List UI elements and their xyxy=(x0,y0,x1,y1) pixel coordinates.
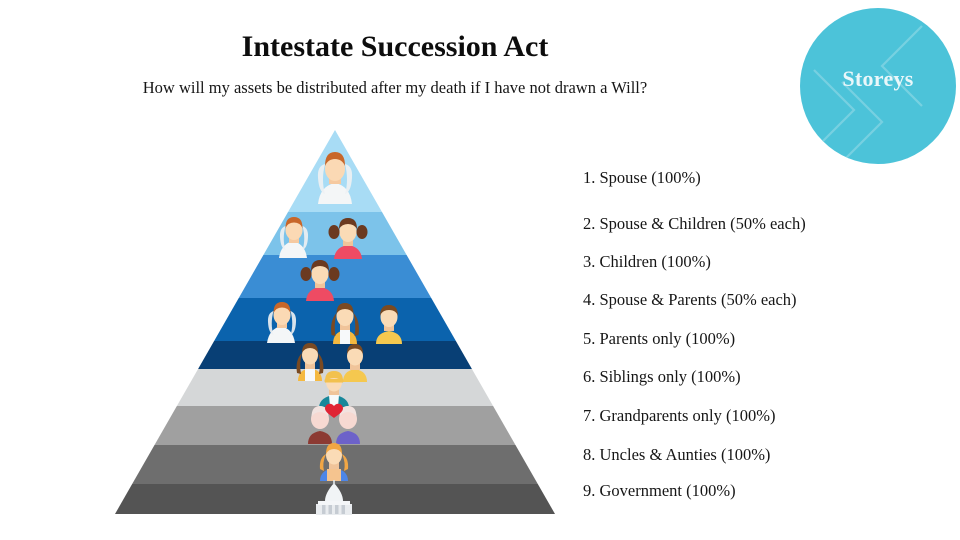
list-item: 9. Government (100%) xyxy=(583,481,736,500)
bride-icon xyxy=(279,217,309,258)
list-item: 6. Siblings only (100%) xyxy=(583,367,741,386)
page-title: Intestate Succession Act xyxy=(241,30,549,63)
mother-icon xyxy=(296,343,324,381)
father-icon xyxy=(376,305,402,344)
list-item: 1. Spouse (100%) xyxy=(583,168,701,187)
girl-child-icon xyxy=(328,218,368,259)
government-building-icon xyxy=(316,480,352,515)
bride-icon xyxy=(267,302,297,343)
mother-icon xyxy=(331,303,359,344)
list-item: 2. Spouse & Children (50% each) xyxy=(583,214,806,233)
bride-icon xyxy=(317,152,353,204)
storeys-logo: Storeys xyxy=(800,8,956,164)
pyramid-figures xyxy=(100,120,570,525)
list-item: 7. Grandparents only (100%) xyxy=(583,406,776,425)
father-icon xyxy=(343,344,367,382)
list-item: 8. Uncles & Aunties (100%) xyxy=(583,445,771,464)
girl-child-icon xyxy=(300,260,340,301)
list-item: 4. Spouse & Parents (50% each) xyxy=(583,290,797,309)
sibling-icon xyxy=(319,371,349,407)
grandparents-couple-icon xyxy=(308,403,360,444)
list-item: 5. Parents only (100%) xyxy=(583,329,736,348)
aunt-icon xyxy=(319,443,349,481)
list-item: 3. Children (100%) xyxy=(583,252,711,271)
page-subtitle: How will my assets be distributed after … xyxy=(142,78,648,97)
logo-text: Storeys xyxy=(842,66,914,91)
succession-pyramid xyxy=(100,120,570,525)
logo-chevron-pattern xyxy=(813,25,923,163)
